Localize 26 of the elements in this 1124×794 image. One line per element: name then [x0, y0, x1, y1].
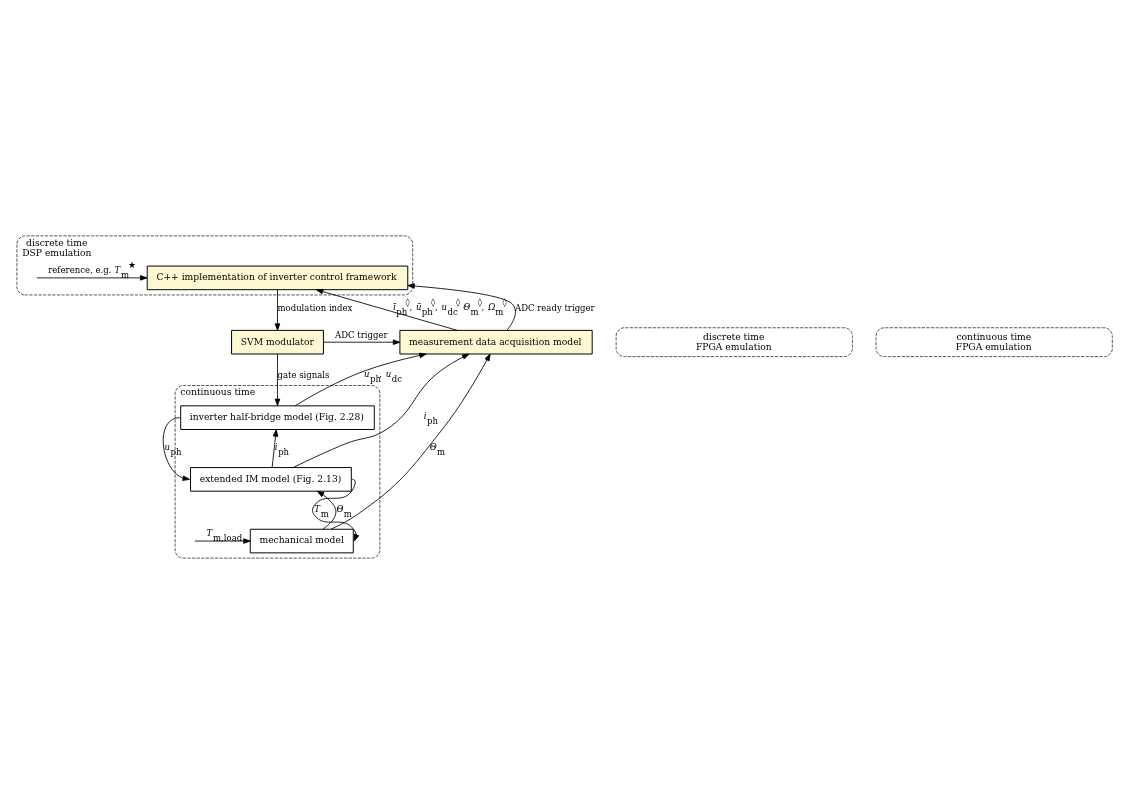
- edge-label: ADC trigger: [335, 329, 388, 340]
- node-box: extended IM model (Fig. 2.13): [190, 467, 352, 492]
- arrow: [294, 352, 427, 407]
- node-box: SVM modulator: [231, 329, 324, 355]
- arrow: [330, 353, 491, 530]
- arrow: [36, 275, 148, 281]
- arrow: [274, 353, 281, 407]
- arrow: [312, 478, 360, 542]
- arrow: [271, 429, 279, 468]
- arrow: [323, 339, 401, 345]
- arrow: [274, 289, 281, 331]
- arrow: [292, 353, 470, 468]
- edge-label: ADC ready trigger: [515, 302, 595, 313]
- edge-label: gate signals: [277, 369, 330, 380]
- node-box: C++ implementation of inverter control framework: [146, 265, 409, 291]
- node-box: discrete time FPGA emulation: [615, 327, 853, 357]
- node-box: measurement data acquisition model: [399, 329, 593, 355]
- node-box: inverter half-bridge model (Fig. 2.28): [180, 405, 375, 430]
- arrow: [315, 288, 458, 331]
- arrow: [316, 490, 337, 530]
- arrow: [407, 283, 516, 331]
- arrow: [162, 417, 190, 481]
- edge-label: modulation index: [277, 302, 353, 313]
- node-box: mechanical model: [249, 528, 354, 554]
- node-box: continuous time FPGA emulation: [875, 327, 1113, 357]
- arrow: [194, 538, 251, 544]
